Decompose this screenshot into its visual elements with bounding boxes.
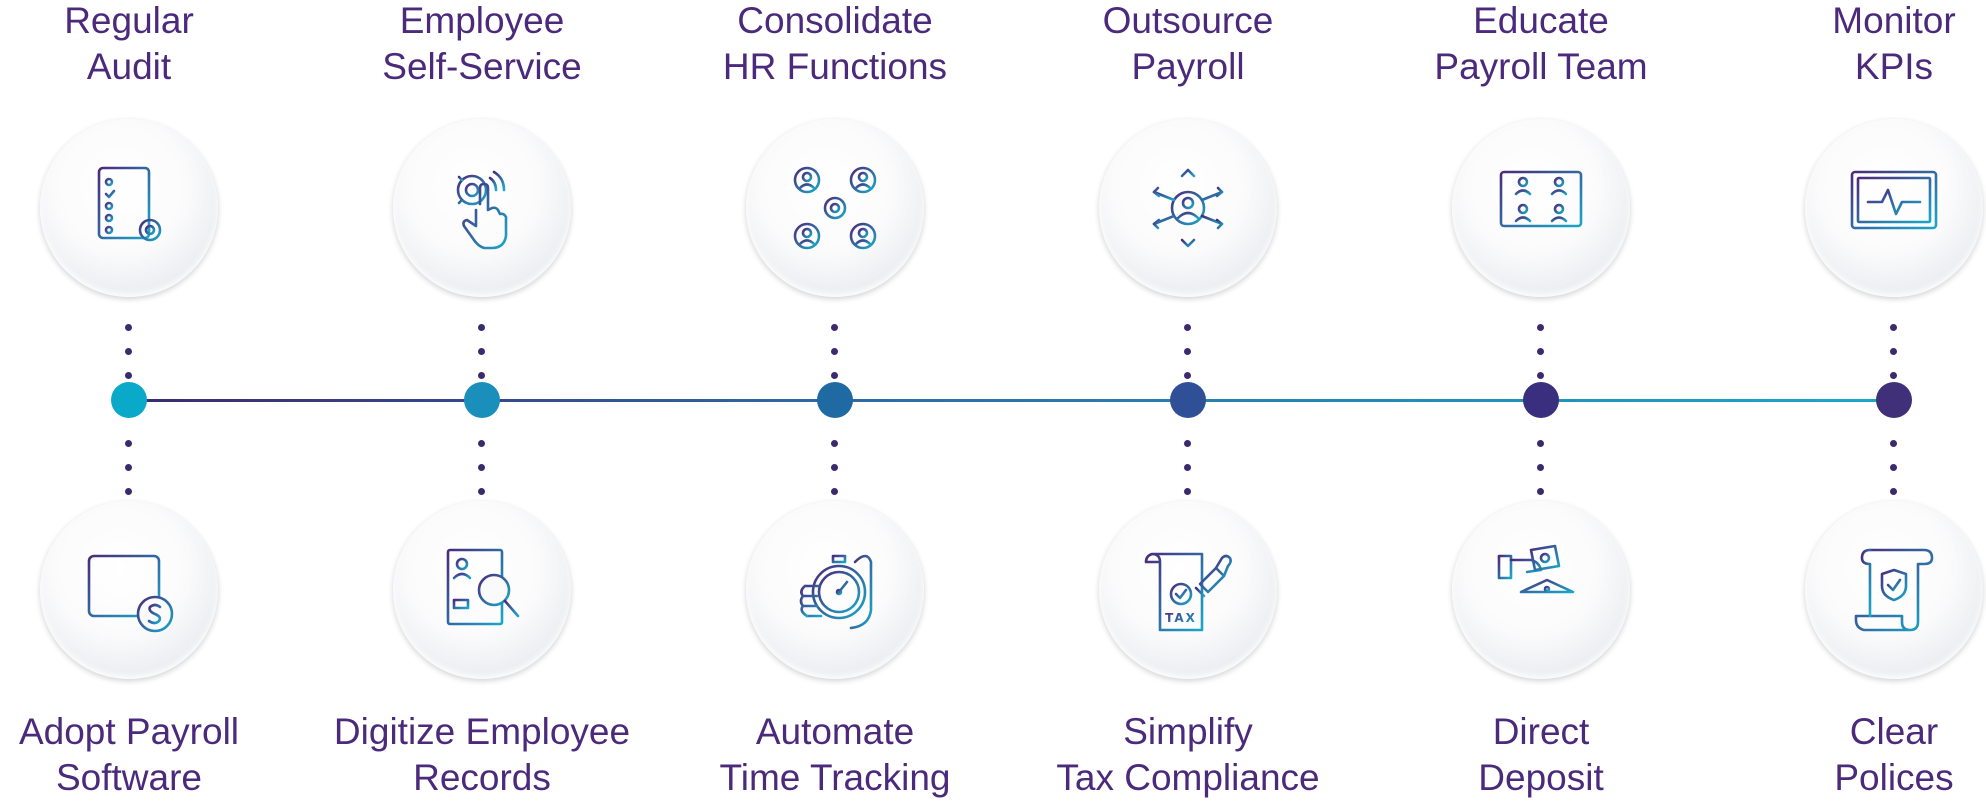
tax-document-stamp-icon: TAX	[1144, 552, 1232, 632]
bottom-label: Automate Time Tracking	[719, 711, 951, 798]
person-arrows-outward-icon	[1152, 168, 1224, 248]
top-icon-circle	[1452, 119, 1630, 297]
browser-dollar-icon	[87, 554, 174, 633]
bottom-icon-circle	[1452, 501, 1630, 679]
timeline-node	[817, 382, 853, 418]
step-regular-audit: Regular Audit Adopt Payroll Software	[0, 0, 299, 802]
checklist-gear-icon	[97, 166, 166, 246]
bottom-icon-circle: TAX	[1099, 501, 1277, 679]
step-monitor-kpis: Monitor KPIs Clear Polices	[1724, 0, 1986, 802]
connector-dots-upper	[1184, 324, 1192, 384]
connector-dots-lower	[1184, 440, 1192, 500]
timeline-node	[1523, 382, 1559, 418]
step-educate-payroll-team: Educate Payroll Team Direc	[1371, 0, 1711, 802]
timeline-node	[464, 382, 500, 418]
bank-money-hand-icon	[1497, 544, 1579, 630]
step-employee-self-service: Employee Self-Service Digitize Employee …	[312, 0, 652, 802]
bottom-label: Digitize Employee Records	[333, 711, 631, 798]
top-icon-circle	[746, 119, 924, 297]
bottom-icon-circle	[40, 501, 218, 679]
hand-gear-touch-icon	[452, 168, 508, 250]
connector-dots-lower	[1890, 440, 1898, 500]
step-outsource-payroll: Outsource Payroll TAX Simplify Tax Compl…	[1018, 0, 1358, 802]
bottom-icon-circle	[1805, 501, 1983, 679]
bottom-icon-circle	[746, 501, 924, 679]
top-icon-circle	[1805, 119, 1983, 297]
connector-dots-upper	[478, 324, 486, 384]
timeline-node	[111, 382, 147, 418]
step-consolidate-hr-functions: Consolidate HR Functions Automate Time T…	[665, 0, 1005, 802]
connector-dots-lower	[1537, 440, 1545, 500]
bottom-label: Clear Polices	[1834, 711, 1954, 798]
monitor-pulse-icon	[1850, 170, 1938, 244]
top-icon-circle	[1099, 119, 1277, 297]
bottom-label: Direct Deposit	[1478, 711, 1604, 798]
timeline-node	[1170, 382, 1206, 418]
connector-dots-upper	[1537, 324, 1545, 384]
connector-dots-upper	[125, 324, 133, 384]
top-label: Consolidate HR Functions	[722, 0, 948, 87]
hand-stopwatch-icon	[799, 554, 873, 630]
timeline-node	[1876, 382, 1912, 418]
shield-scroll-icon	[1854, 548, 1934, 632]
top-label: Employee Self-Service	[382, 0, 582, 87]
bottom-icon-circle	[393, 501, 571, 679]
top-label: Regular Audit	[64, 0, 194, 87]
connector-dots-lower	[125, 440, 133, 500]
top-label: Outsource Payroll	[1102, 0, 1274, 87]
top-label: Monitor KPIs	[1832, 0, 1956, 87]
svg-text:TAX: TAX	[1165, 611, 1197, 625]
bottom-label: Adopt Payroll Software	[18, 711, 240, 798]
connector-dots-lower	[831, 440, 839, 500]
monitor-video-conference-icon	[1499, 170, 1583, 246]
bottom-label: Simplify Tax Compliance	[1056, 711, 1320, 798]
connector-dots-upper	[1890, 324, 1898, 384]
connector-dots-upper	[831, 324, 839, 384]
timeline-line	[128, 399, 1896, 402]
top-label: Educate Payroll Team	[1434, 0, 1648, 87]
people-network-gear-icon	[793, 166, 877, 250]
top-icon-circle	[40, 119, 218, 297]
connector-dots-lower	[478, 440, 486, 500]
document-magnifier-icon	[446, 548, 520, 626]
top-icon-circle	[393, 119, 571, 297]
